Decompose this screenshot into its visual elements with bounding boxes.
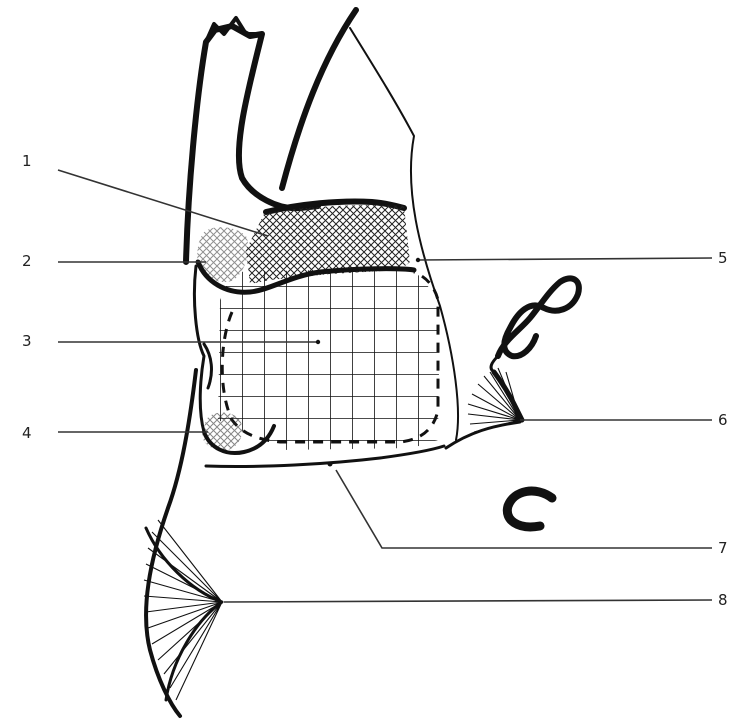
leader-end-3	[316, 340, 320, 344]
label-3: 3	[22, 332, 32, 350]
label-8: 8	[718, 591, 728, 609]
leader-line-7	[336, 470, 712, 548]
left-wall-inner	[204, 344, 211, 388]
label-5: 5	[718, 249, 728, 267]
label-2: 2	[22, 252, 32, 270]
right-tooth-outline	[282, 10, 356, 188]
leader-line-1	[58, 170, 268, 236]
stippled-region-4	[202, 413, 242, 451]
leader-line-8	[224, 600, 712, 602]
left-wall	[194, 266, 204, 432]
label-7: 7	[718, 539, 728, 557]
bottom-boundary-point	[328, 462, 333, 467]
c-shape	[507, 491, 552, 527]
leader-end-5	[416, 258, 420, 262]
leader-line-5	[418, 258, 712, 260]
label-6: 6	[718, 411, 728, 429]
label-4: 4	[22, 424, 32, 442]
label-1: 1	[22, 152, 32, 170]
loop-structure	[498, 278, 579, 356]
